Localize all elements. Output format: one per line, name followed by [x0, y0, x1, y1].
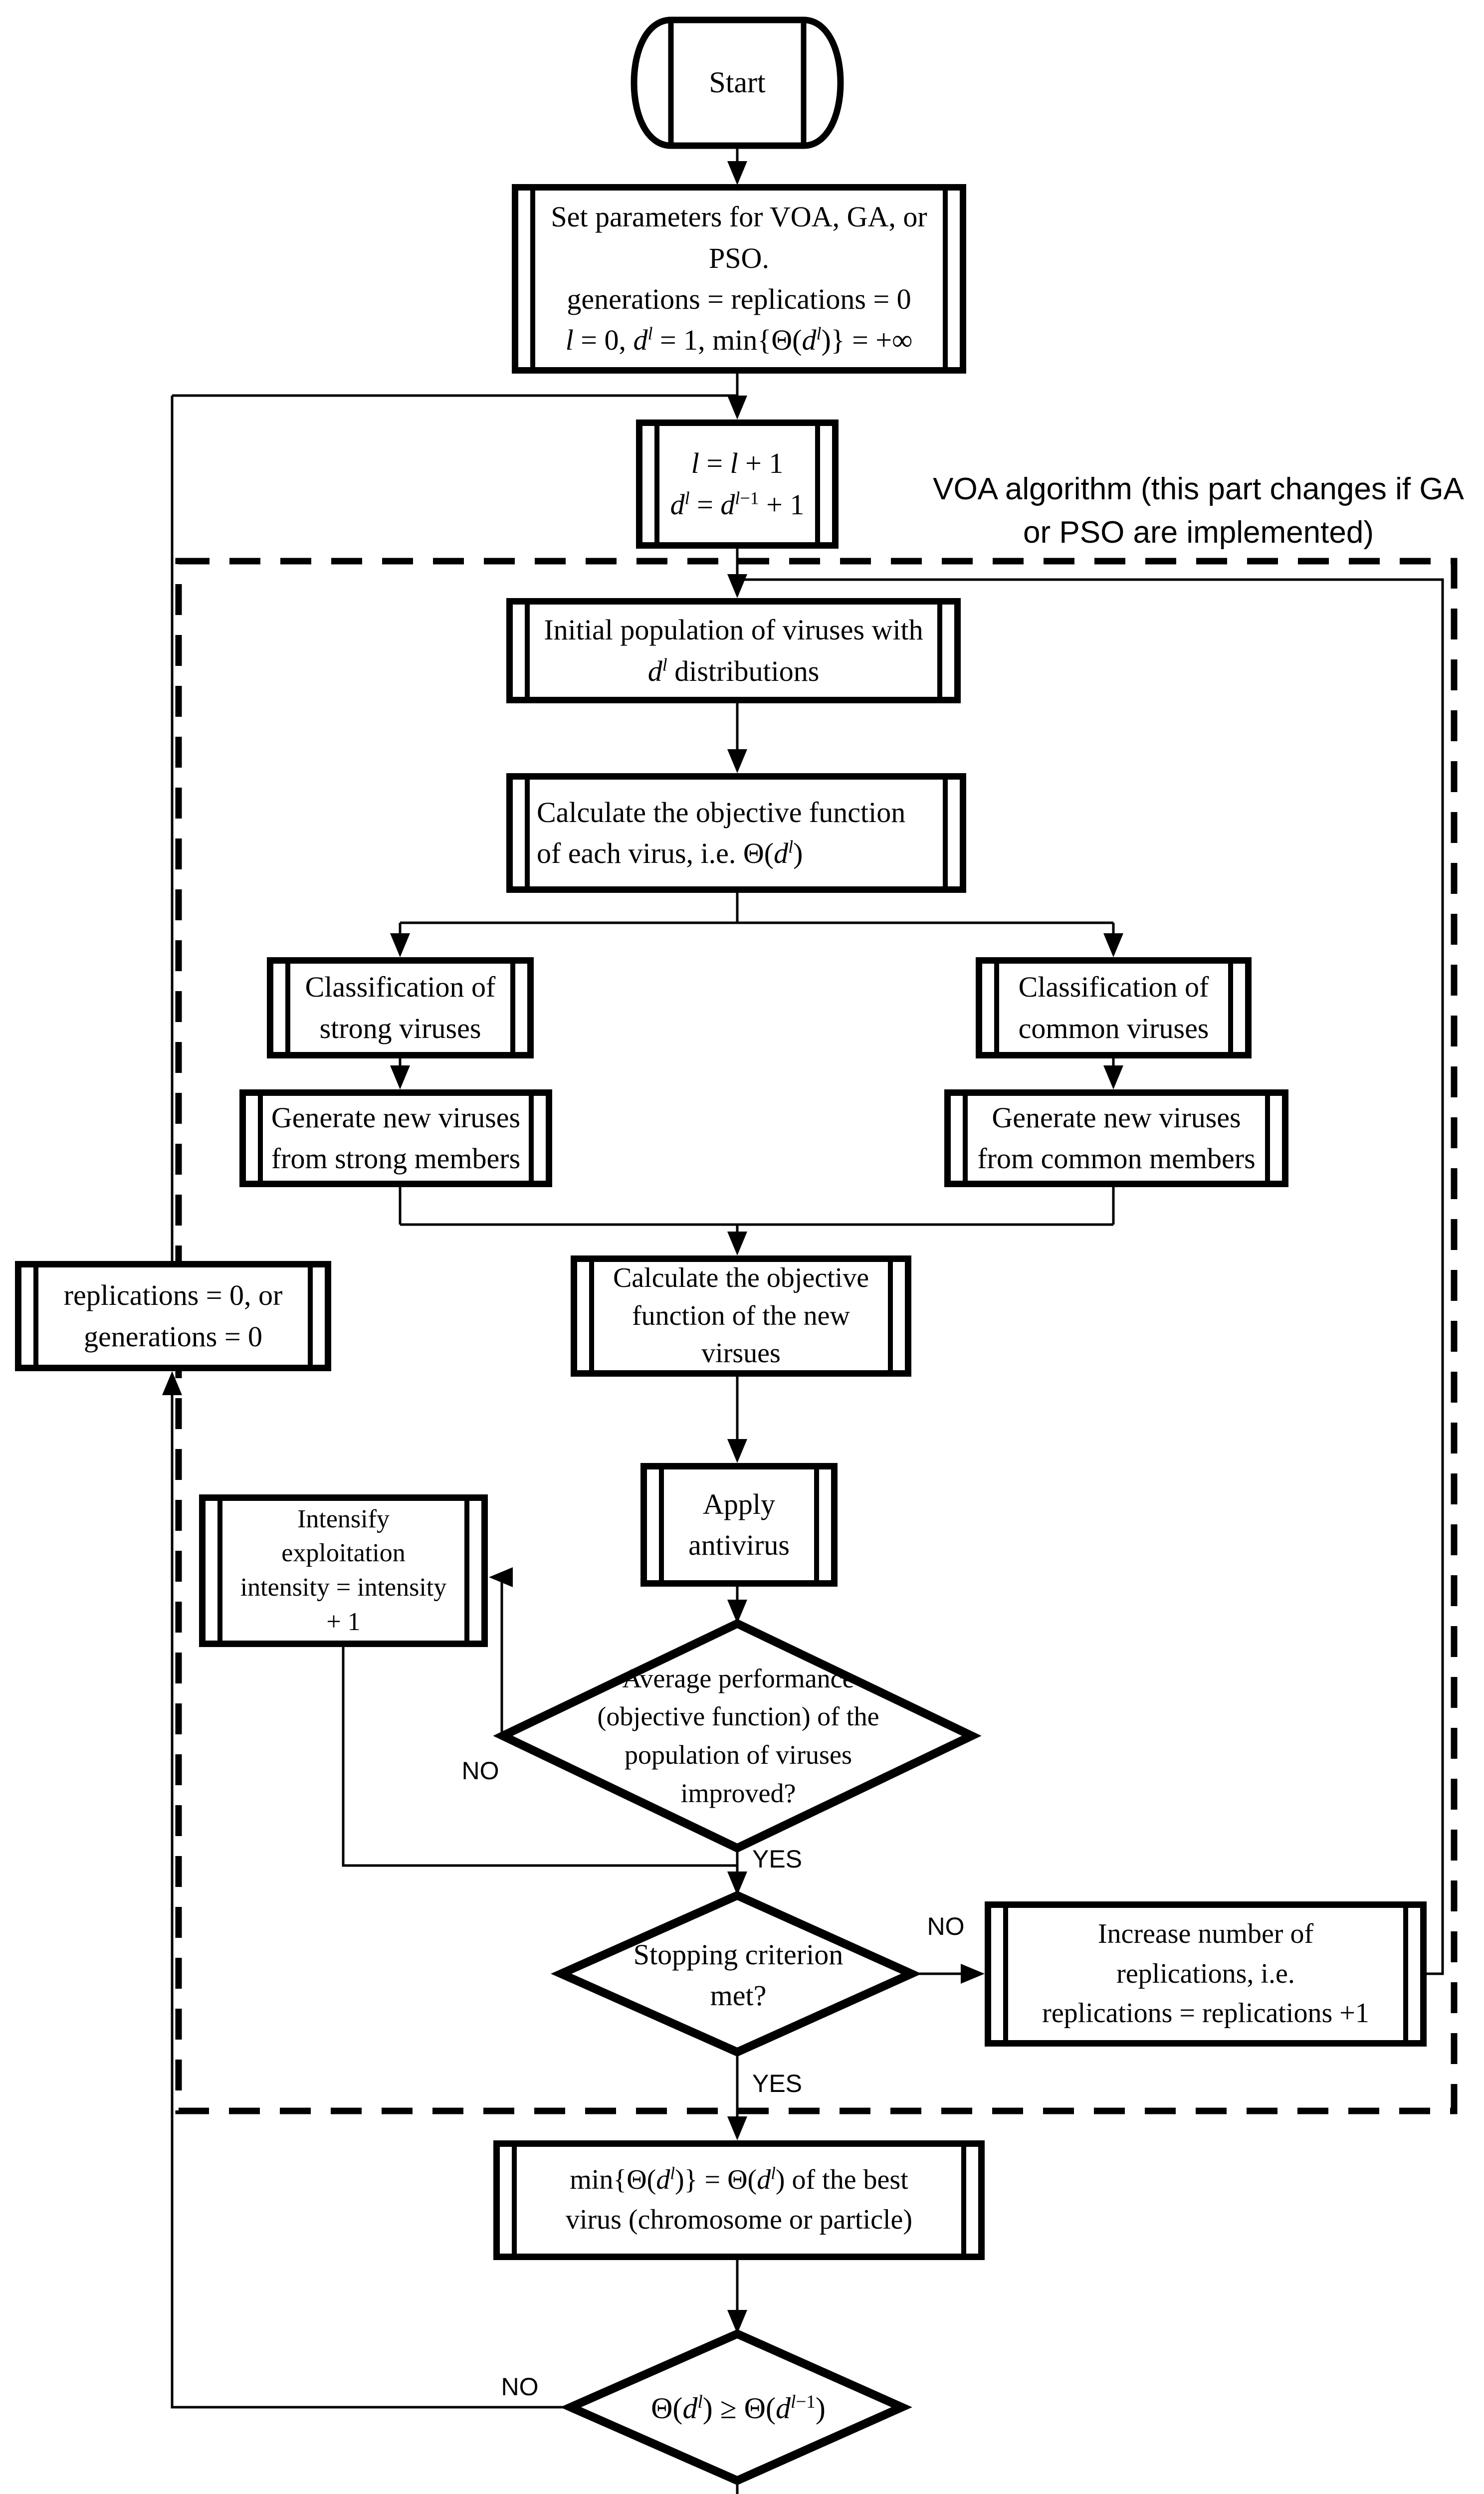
stopping-criterion-diamond: [551, 1890, 922, 2057]
voa-dashed-boundary: [175, 558, 1458, 2114]
compare-theta-diamond: [560, 2329, 912, 2486]
flow-lines: [171, 146, 1444, 2494]
compare-no-label: NO: [501, 2373, 539, 2401]
avg-performance-diamond: [493, 1619, 982, 1853]
flow-arrowheads: [162, 161, 1123, 2334]
stop-no-label: NO: [927, 1912, 965, 1940]
avg-no-label: NO: [461, 1757, 499, 1785]
avg-performance-question: Average performance(objective function) …: [597, 1663, 879, 1808]
start-terminator-label: Start: [709, 66, 766, 99]
compare-theta-question: Θ(dl) ≥ Θ(dl−1): [651, 2391, 826, 2425]
stop-yes-label: YES: [752, 2070, 803, 2097]
avg-yes-label: YES: [752, 1845, 803, 1873]
